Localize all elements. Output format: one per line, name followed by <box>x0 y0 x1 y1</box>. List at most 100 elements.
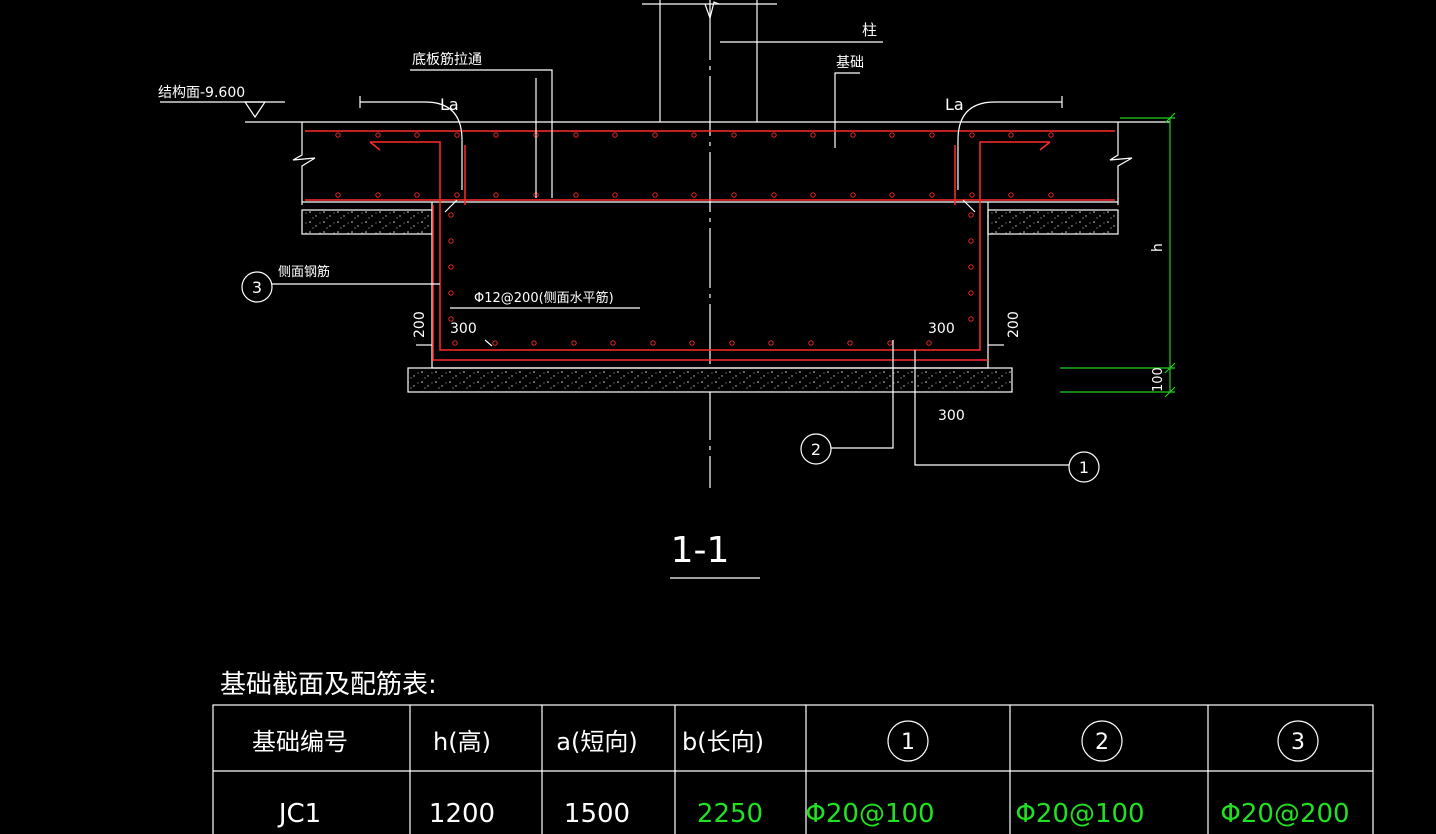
rebar-dot <box>1048 192 1054 198</box>
dim-300-left: 300 <box>450 321 477 337</box>
rebar-dot <box>448 238 454 244</box>
rebar-dot <box>810 132 816 138</box>
marker-2 <box>800 433 832 465</box>
dim-100: 100 <box>1151 367 1166 392</box>
break-line-left <box>292 122 316 205</box>
table-cell-a: 1500 <box>564 799 630 829</box>
rebar-dot <box>847 340 853 346</box>
leader-1 <box>914 350 1069 466</box>
rebar-dots <box>335 132 1054 346</box>
rebar-dot <box>452 340 458 346</box>
break-line-right <box>1109 122 1133 205</box>
table-header-marker-3 <box>1277 720 1319 762</box>
rebar-dot <box>968 212 974 218</box>
rebar-dot <box>493 192 499 198</box>
rebar-dot <box>771 132 777 138</box>
table-header-h: h(高) <box>433 728 491 756</box>
rebar-dot <box>968 316 974 322</box>
rebar-dot <box>448 264 454 270</box>
rebar-lines <box>305 130 1115 361</box>
elevation-label: 结构面-9.600 <box>158 85 245 101</box>
rebar-dot <box>691 132 697 138</box>
rebar-dot <box>808 340 814 346</box>
marker-2-label: 2 <box>811 440 821 459</box>
rebar-dot <box>969 132 975 138</box>
rebar-dot <box>731 192 737 198</box>
marker-1-label: 1 <box>1079 458 1089 477</box>
elevation-marker <box>160 101 302 123</box>
rebar-dot <box>771 192 777 198</box>
rebar-dot <box>375 132 381 138</box>
rebar-dot <box>689 340 695 346</box>
rebar-dot <box>448 212 454 218</box>
rebar-dot <box>969 192 975 198</box>
table-cell-h: 1200 <box>429 799 495 829</box>
rebar-dot <box>731 132 737 138</box>
dim-h: h <box>1150 243 1166 252</box>
side-horizontal-rebar-label: Φ12@200(侧面水平筋) <box>474 290 614 306</box>
rebar-dot <box>448 290 454 296</box>
rebar-dot <box>573 132 579 138</box>
table-cell-rebar-3: Φ20@200 <box>1220 799 1349 829</box>
table-header-a: a(短向) <box>556 728 637 756</box>
leader-2 <box>831 340 894 449</box>
table-header-b: b(长向) <box>682 728 764 756</box>
dim-200-left: 200 <box>412 311 428 338</box>
rebar-dot <box>889 192 895 198</box>
rebar-dot <box>492 340 498 346</box>
rebar-dot <box>610 340 616 346</box>
h-dimension <box>1060 112 1176 398</box>
rebar-dot <box>652 192 658 198</box>
foundation-outline <box>431 202 989 369</box>
rebar-dot <box>850 132 856 138</box>
rebar-dot <box>448 316 454 322</box>
cushion-left <box>301 209 433 235</box>
column-label: 柱 <box>862 21 877 39</box>
rebar-dot <box>889 132 895 138</box>
rebar-dot <box>1008 192 1014 198</box>
bottom-rebar-label: 底板筋拉通 <box>412 51 482 68</box>
la-hook-left <box>360 101 463 213</box>
table-header-id: 基础编号 <box>252 728 348 756</box>
table-cell-b: 2250 <box>697 799 763 829</box>
rebar-dot <box>968 238 974 244</box>
rebar-dot <box>926 340 932 346</box>
rebar-dot <box>454 192 460 198</box>
table-title: 基础截面及配筋表: <box>220 670 437 700</box>
dim-300-bottom: 300 <box>938 408 965 424</box>
rebar-dot <box>929 132 935 138</box>
section-title: 1-1 <box>671 530 730 571</box>
rebar-dot <box>573 192 579 198</box>
table-header-2: 2 <box>1095 730 1109 755</box>
rebar-dot <box>968 290 974 296</box>
table-header-1: 1 <box>901 730 915 755</box>
rebar-dot <box>454 132 460 138</box>
la-label-left: La <box>440 95 459 114</box>
rebar-dot <box>335 192 341 198</box>
la-label-right: La <box>945 95 964 114</box>
rebar-dot <box>414 132 420 138</box>
rebar-dot <box>652 132 658 138</box>
table-header-3: 3 <box>1291 730 1305 755</box>
rebar-dot <box>612 192 618 198</box>
table-cell-rebar-1: Φ20@100 <box>805 799 934 829</box>
side-rebar-label: 侧面钢筋 <box>278 264 330 280</box>
la-hook-right <box>957 101 1062 213</box>
table-cell-id: JC1 <box>277 799 321 829</box>
table-header-marker-2 <box>1081 720 1123 762</box>
bottom-rebar-leader <box>410 69 553 198</box>
rebar-table <box>212 704 1374 834</box>
rebar-dot <box>850 192 856 198</box>
foundation-leader <box>834 72 860 148</box>
foundation-label: 基础 <box>836 54 864 71</box>
dim-200-right: 200 <box>1006 311 1022 338</box>
rebar-dot <box>810 192 816 198</box>
marker-3 <box>241 271 273 303</box>
rebar-dot <box>887 340 893 346</box>
rebar-dot <box>335 132 341 138</box>
table-header-marker-1 <box>887 720 929 762</box>
cushion-bottom <box>407 367 1013 393</box>
rebar-dot <box>968 264 974 270</box>
rebar-dot <box>375 192 381 198</box>
